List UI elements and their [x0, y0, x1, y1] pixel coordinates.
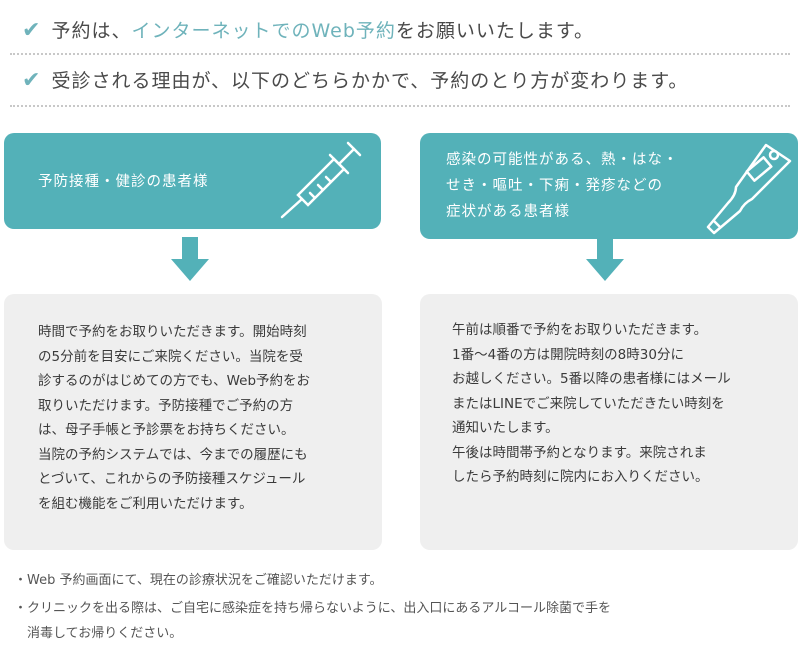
arrow-down-icon	[171, 259, 209, 281]
category-title: 感染の可能性がある、熱・はな・ せき・嘔吐・下痢・発疹などの 症状がある患者様	[446, 152, 679, 220]
arrow-stem	[182, 237, 198, 259]
vaccination-instructions: 時間で予約をお取りいただきます。開始時刻 の5分前を目安にご来院ください。当院を…	[4, 294, 382, 550]
symptoms-instructions: 午前は順番で予約をお取りいただきます。 1番～4番の方は開院時刻の8時30分に …	[420, 294, 798, 550]
thermometer-icon	[706, 143, 792, 235]
divider	[10, 105, 790, 107]
category-title: 予防接種・健診の患者様	[38, 174, 209, 190]
headline-text: 受診される理由が、以下のどちらかかで、予約のとり方が変わります。	[51, 70, 689, 92]
divider	[10, 53, 790, 55]
check-icon: ✔	[22, 18, 42, 43]
check-icon: ✔	[22, 68, 42, 93]
syringe-icon	[280, 141, 362, 219]
arrow-stem	[597, 239, 613, 259]
symptoms-category-header: 感染の可能性がある、熱・はな・ せき・嘔吐・下痢・発疹などの 症状がある患者様	[420, 133, 798, 239]
note-item: ・クリニックを出る際は、ご自宅に感染症を持ち帰らないように、出入口にあるアルコー…	[14, 601, 611, 641]
note-item: ・Web 予約画面にて、現在の診療状況をご確認いただけます。	[14, 573, 383, 588]
headline-text: をお願いいたします。	[395, 20, 594, 42]
vaccination-category-header: 予防接種・健診の患者様	[4, 133, 381, 229]
headline-reason: ✔ 受診される理由が、以下のどちらかかで、予約のとり方が変わります。	[22, 66, 688, 93]
arrow-down-icon	[586, 259, 624, 281]
headline-text: 予約は、	[51, 20, 132, 42]
headline-accent: インターネットでのWeb予約	[131, 20, 396, 42]
headline-web-reservation: ✔ 予約は、インターネットでのWeb予約をお願いいたします。	[22, 16, 594, 43]
